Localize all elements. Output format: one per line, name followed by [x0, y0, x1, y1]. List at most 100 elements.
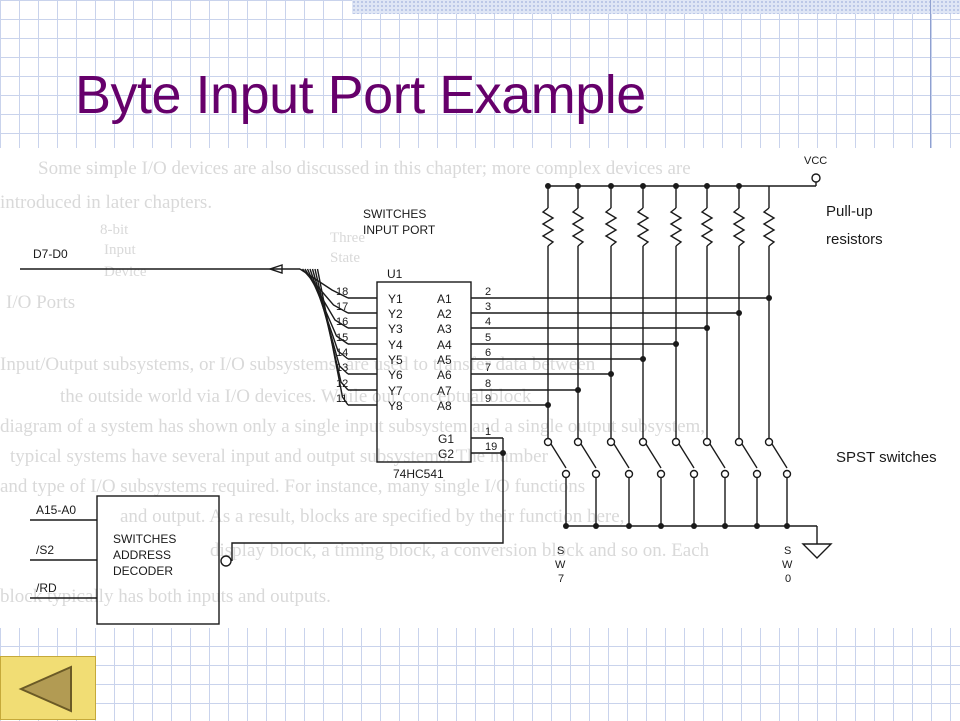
- bus-branch: [309, 268, 349, 360]
- switch-blade: [771, 443, 788, 469]
- background-text-line: diagram of a system has shown only a sin…: [0, 416, 705, 437]
- switch-label: S: [557, 545, 564, 557]
- back-button[interactable]: [0, 656, 96, 720]
- switch-label: W: [782, 559, 793, 571]
- pin-number: 4: [485, 316, 491, 328]
- switch-label: W: [555, 559, 566, 571]
- pin-number: 13: [336, 362, 348, 374]
- pin-number: 16: [336, 316, 348, 328]
- margin-rule: [930, 0, 931, 150]
- switch-contact: [671, 437, 681, 447]
- slide-title: Byte Input Port Example: [75, 65, 646, 125]
- ground-symbol: [801, 543, 833, 559]
- pin-number: 11: [336, 393, 347, 405]
- vcc-label: VCC: [804, 155, 827, 167]
- background-text-line: Some simple I/O devices are also discuss…: [38, 158, 691, 179]
- switch-contact: [624, 469, 634, 479]
- background-text-line: and type of I/O subsystems required. For…: [0, 476, 585, 497]
- chip-ref: U1: [387, 267, 403, 281]
- switch-contact: [782, 469, 792, 479]
- header-band: [352, 0, 960, 14]
- pin-number: 8: [485, 378, 491, 390]
- pin-label: G2: [438, 447, 454, 461]
- background-text-line: block typically has both inputs and outp…: [0, 586, 331, 607]
- triangle-left-icon: [18, 665, 72, 713]
- pin-label: Y1: [388, 292, 403, 306]
- pull-up-resistor: [762, 207, 776, 247]
- switch-contact: [606, 437, 616, 447]
- pin-label: G1: [438, 432, 454, 446]
- port-title: SWITCHES: [363, 207, 426, 221]
- switch-contact: [638, 437, 648, 447]
- switch-contact: [752, 469, 762, 479]
- port-title: INPUT PORT: [363, 223, 436, 237]
- pin-label: Y5: [388, 353, 403, 367]
- switch-contact: [573, 437, 583, 447]
- pin-number: 7: [485, 362, 491, 374]
- switch-contact: [734, 437, 744, 447]
- pin-label: A4: [437, 338, 452, 352]
- switch-label: 0: [785, 573, 791, 585]
- background-text-line: Input/Output subsystems, or I/O subsyste…: [0, 354, 596, 375]
- switch-blade: [613, 443, 630, 469]
- switch-label: S: [784, 545, 791, 557]
- pin-label: Y7: [388, 384, 403, 398]
- pin-number: 15: [336, 332, 348, 344]
- bus-branch: [314, 268, 349, 391]
- switch-blade: [741, 443, 758, 469]
- switch-label: 7: [558, 573, 564, 585]
- bus-branch: [316, 268, 349, 406]
- pull-up-resistor: [669, 207, 683, 247]
- background-text-line: 8-bit: [100, 222, 129, 238]
- switch-contact: [656, 469, 666, 479]
- pin-label: A6: [437, 368, 452, 382]
- background-text-line: I/O Ports: [6, 292, 75, 313]
- pin-label: Y3: [388, 322, 403, 336]
- pin-number: 19: [485, 441, 497, 453]
- switch-contact: [764, 437, 774, 447]
- pin-number: 14: [336, 347, 348, 359]
- switch-blade: [709, 443, 726, 469]
- switch-blade: [580, 443, 597, 469]
- pin-label: A1: [437, 292, 452, 306]
- decoder-label: DECODER: [113, 564, 173, 578]
- pin-number: 9: [485, 393, 491, 405]
- pin-label: A3: [437, 322, 452, 336]
- decoder-label: ADDRESS: [113, 548, 171, 562]
- switch-contact: [543, 437, 553, 447]
- bus-branch: [311, 268, 349, 375]
- pin-number: 2: [485, 286, 491, 298]
- decoder-label: SWITCHES: [113, 532, 176, 546]
- pull-up-resistor: [541, 207, 555, 247]
- switch-contact: [720, 469, 730, 479]
- pin-label: A5: [437, 353, 452, 367]
- chip-part: 74HC541: [393, 467, 444, 481]
- pin-label: A2: [437, 307, 452, 321]
- background-text-line: Device: [104, 264, 147, 280]
- decoder-input-label: A15-A0: [36, 503, 76, 517]
- pin-number: 6: [485, 347, 491, 359]
- decoder-input-label: /S2: [36, 543, 54, 557]
- background-text-line: introduced in later chapters.: [0, 192, 212, 213]
- switch-contact: [702, 437, 712, 447]
- pin-label: A7: [437, 384, 452, 398]
- background-text-line: and output. As a result, blocks are spec…: [120, 506, 624, 527]
- pin-label: Y4: [388, 338, 403, 352]
- background-text-line: Input: [104, 242, 136, 258]
- pull-up-label: Pull-up: [826, 203, 873, 220]
- switch-contact: [811, 173, 821, 183]
- background-text-line: the outside world via I/O devices. While…: [60, 386, 532, 407]
- switch-blade: [645, 443, 662, 469]
- pin-number: 12: [336, 378, 348, 390]
- inverter-bubble: [220, 555, 232, 567]
- pull-up-resistor: [732, 207, 746, 247]
- background-text-line: typical systems have several input and o…: [10, 446, 549, 467]
- background-text-line: display block, a timing block, a convers…: [210, 540, 710, 561]
- bus-arrow: [267, 264, 283, 274]
- pull-up-label: resistors: [826, 231, 883, 248]
- switch-blade: [550, 443, 567, 469]
- switches-label: SPST switches: [836, 449, 937, 466]
- pin-number: 1: [485, 426, 491, 438]
- pin-label: Y8: [388, 399, 403, 413]
